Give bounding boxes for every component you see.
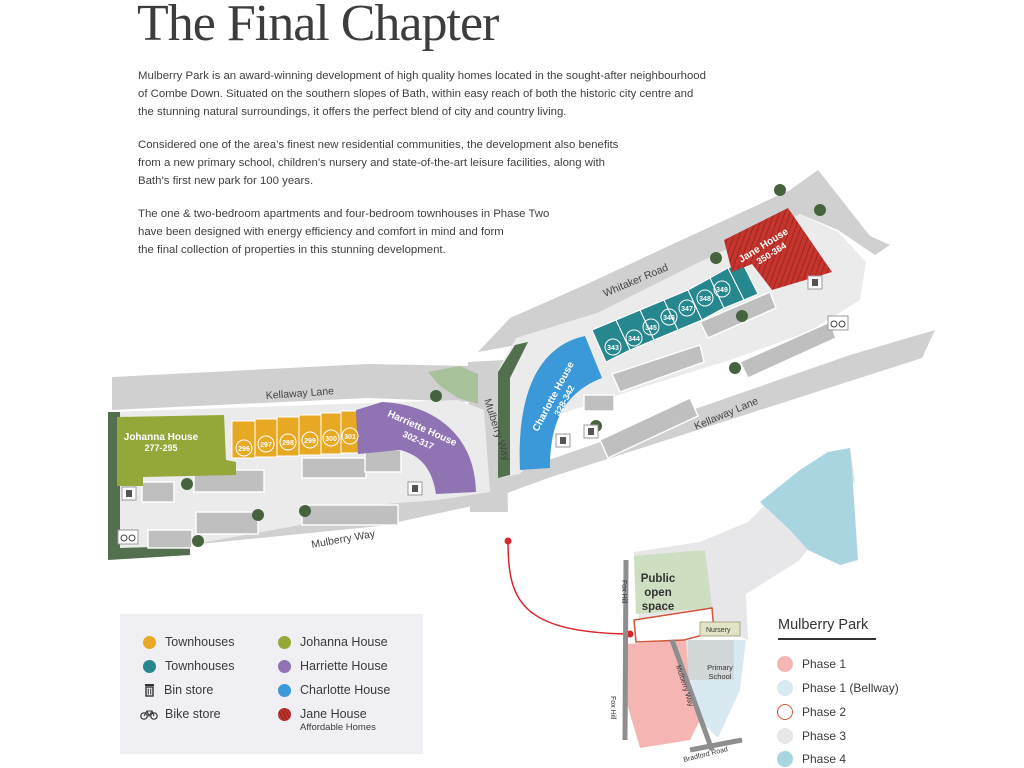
phase-3-swatch [777,728,793,744]
plot-label: 299 [304,438,316,445]
bin-stores [121,275,823,501]
charlotte-house-swatch [278,683,291,697]
plot-label: 348 [699,296,711,303]
johanna-house-units: 277-295 [144,443,177,453]
johanna-house-building[interactable] [117,415,236,486]
phase-2-area [633,607,715,643]
phase-2-swatch [777,704,793,720]
legend-bin-store: Bin store [142,683,213,697]
plot-markers-left: 296 297 298 299 300 301 [235,427,359,457]
plot-label: 296 [238,446,250,453]
page-title: The Final Chapter [137,0,499,52]
primary-school-area [688,640,734,680]
intro-paragraph-1: Mulberry Park is an award-winning develo… [138,70,706,118]
legend-bike-store: Bike store [140,707,221,721]
plot-label: 298 [282,440,294,447]
primary-school-label-1: Primary [707,663,733,672]
legend-townhouses-orange: Townhouses [143,635,235,649]
plot-label: 343 [607,345,619,352]
phase-4-legend-item: Phase 4 [777,751,846,767]
kellaway-lane-left-road [112,364,498,410]
phase-3-legend-item: Phase 3 [777,728,846,744]
map-legend: Townhouses Townhouses Bin store Bike sto… [120,614,423,754]
phase-1-bellway-swatch [777,680,793,696]
legend-harriette-house: Harriette House [278,659,388,673]
jane-house-swatch [278,707,291,721]
kellaway-lane-left-label: Kellaway Lane [265,385,334,402]
mulberry-park-site-map [622,448,858,753]
phase-1-bellway-legend-item: Phase 1 (Bellway) [777,680,899,696]
location-pointer [504,537,634,638]
public-open-space-label-2: open [644,587,671,599]
nursery-label: Nursery [706,627,731,634]
public-open-space-label-1: Public [641,573,676,585]
phase-1-swatch [777,656,793,672]
bike-icon [140,710,158,720]
plot-label: 301 [344,434,356,441]
left-green-edge [108,412,190,560]
right-green-edge [498,342,528,478]
legend-charlotte-house: Charlotte House [278,683,390,697]
plot-label: 345 [645,325,657,332]
plot-label: 300 [325,436,337,443]
phase-4-swatch [777,751,793,767]
plot-label: 347 [681,306,693,313]
bin-icon [145,684,154,697]
harriette-house-swatch [278,659,291,673]
townhouses-row-right [591,261,759,363]
primary-school-label-2: School [709,672,732,681]
townhouses-teal-swatch [143,659,156,673]
phase-1-legend-item: Phase 1 [777,656,846,672]
left-green-park [428,366,478,404]
mulberry-park-legend-title: Mulberry Park [778,617,869,633]
plot-label: 349 [716,287,728,294]
jane-house-sublabel: Affordable Homes [300,722,376,733]
jane-house-building[interactable] [724,208,832,290]
parking-bays [141,291,837,549]
plot-label: 344 [628,336,640,343]
site-map-labels: Public open space Nursery Primary School… [609,573,733,764]
plot-label: 346 [663,315,675,322]
legend-johanna-house: Johanna House [278,635,388,649]
plot-label: 297 [260,442,272,449]
bike-stores [117,315,849,545]
mulberry-park-title-rule [778,638,876,640]
charlotte-house-building[interactable] [519,336,602,470]
plot-markers-right: 343 344 345 346 347 348 349 [604,280,731,356]
phase-2-legend-item: Phase 2 [777,704,846,720]
intro-paragraph-2: Considered one of the area’s finest new … [138,139,619,187]
legend-townhouses-teal: Townhouses [143,659,235,673]
phase-4-area [760,448,858,565]
fox-hill-side-label: Fox Hill [609,696,616,720]
nursery-area [699,621,741,637]
johanna-house-name: Johanna House [124,432,199,443]
legend-jane-house: Jane House Affordable Homes [278,707,376,733]
harriette-house-building[interactable] [356,402,476,494]
fox-hill-top-label: Fox Hill [620,580,627,604]
public-open-space-area [634,550,712,614]
intro-paragraph-3: The one & two-bedroom apartments and fou… [138,208,550,256]
public-open-space-label-3: space [642,601,675,613]
johanna-house-swatch [278,635,291,649]
townhouses-orange-swatch [143,635,156,649]
